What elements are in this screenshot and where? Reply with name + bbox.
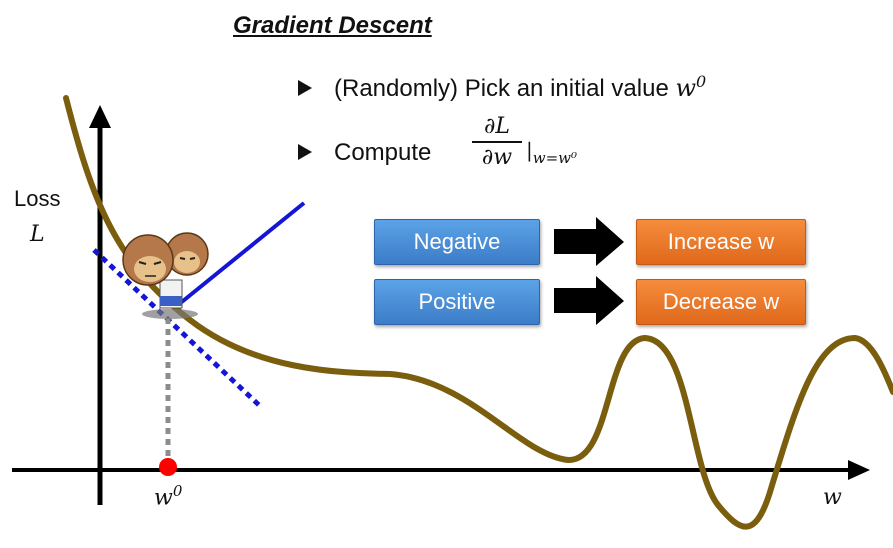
y-axis-arrow <box>89 105 111 128</box>
partial-derivative: ∂L ∂w <box>472 114 522 170</box>
bullet-pick-initial: (Randomly) Pick an initial value w0 <box>298 72 706 103</box>
decrease-w-box: Decrease w <box>636 279 806 325</box>
x-axis-label-w: w <box>823 485 842 510</box>
y-axis-label-L: L <box>30 222 45 247</box>
initial-point <box>159 458 177 476</box>
increase-w-box: Increase w <box>636 219 806 265</box>
monkey-climber-icon <box>122 232 209 319</box>
evaluation-bar: |w=w⁰ <box>526 138 578 167</box>
bullet-arrow-icon <box>298 79 312 96</box>
slide-title: Gradient Descent <box>233 12 432 39</box>
loss-curve <box>63 95 893 530</box>
bullet-compute-gradient: Compute <box>298 139 431 167</box>
right-arrow-icon <box>554 276 624 325</box>
bullet-arrow-icon <box>298 143 312 160</box>
x-axis-arrow <box>848 460 870 480</box>
positive-box: Positive <box>374 279 540 325</box>
tangent-line <box>92 248 262 408</box>
slope-indicator-line <box>176 201 306 307</box>
y-axis-label-loss: Loss <box>14 186 61 211</box>
negative-box: Negative <box>374 219 540 265</box>
point-label-w0: w0 <box>154 482 183 511</box>
right-arrow-icon <box>554 217 624 266</box>
